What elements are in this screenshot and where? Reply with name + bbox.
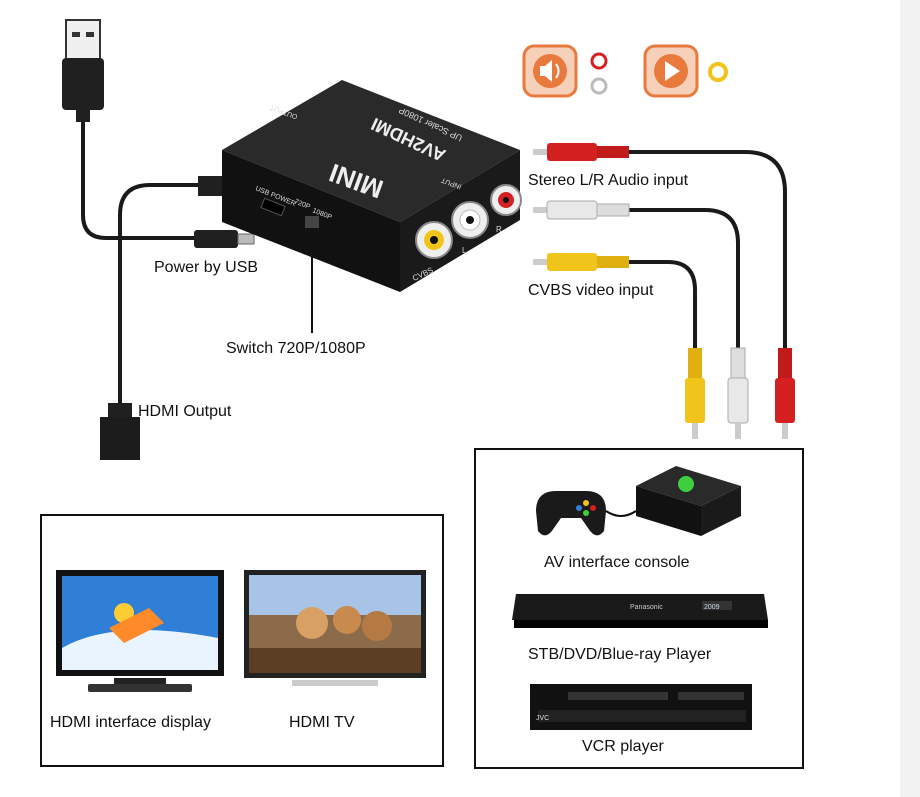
diagram-canvas: MINI AV2HDMI UP Scaler 1080P OUTPUT INPU… [0, 0, 900, 797]
bluray-player-icon: Panasonic 2009 [512, 594, 768, 628]
output-caption-tv: HDMI TV [289, 714, 355, 731]
yellow-rca-vertical-plug-icon [685, 348, 705, 439]
output-devices-panel: HDMI interface display HDMI TV [40, 514, 444, 767]
stereo-audio-label: Stereo L/R Audio input [528, 172, 689, 189]
red-rca-plug-icon [533, 143, 629, 161]
usb-a-plug-icon [62, 19, 104, 122]
jack-l-text: L [462, 246, 467, 255]
cvbs-video-label: CVBS video input [528, 282, 654, 299]
hdmi-tv-icon [244, 570, 426, 686]
hdmi-display-icon [56, 570, 224, 692]
red-dot-indicator-icon [590, 52, 608, 70]
switch-label: Switch 720P/1080P [226, 340, 366, 357]
white-rca-cable [628, 208, 740, 350]
input-caption-bluray: STB/DVD/Blue-ray Player [528, 646, 712, 663]
input-caption-vcr: VCR player [582, 738, 664, 755]
hdmi-cable [118, 183, 200, 405]
white-rca-plug-icon [533, 200, 630, 220]
power-usb-label: Power by USB [154, 259, 259, 276]
red-rca-vertical-plug-icon [775, 348, 795, 439]
white-dot-indicator-icon [590, 77, 608, 95]
hdmi-plug-icon [100, 403, 140, 460]
yellow-dot-indicator-icon [708, 62, 728, 82]
jack-r-text: R [496, 225, 502, 234]
output-caption-display: HDMI interface display [50, 714, 211, 731]
bluray-display-text: 2009 [704, 604, 720, 611]
rca-jacks [415, 184, 522, 259]
game-console-icon [536, 466, 741, 536]
input-devices-panel: AV interface console Panasonic 2009 STB/… [474, 448, 804, 769]
yellow-rca-plug-icon [533, 253, 629, 271]
connection-diagram: MINI AV2HDMI UP Scaler 1080P OUTPUT INPU… [62, 19, 795, 460]
bluray-brand-text: Panasonic [630, 604, 663, 611]
play-video-icon [643, 44, 699, 98]
hdmi-connector-at-device-icon [198, 176, 222, 196]
white-rca-vertical-plug-icon [727, 347, 749, 439]
micro-usb-plug-icon [194, 230, 255, 248]
yellow-rca-cable [628, 260, 697, 350]
usb-cable [81, 120, 195, 240]
red-rca-cable [628, 150, 787, 350]
vcr-brand-text: JVC [536, 715, 549, 722]
vcr-player-icon: JVC [530, 684, 752, 730]
audio-speaker-icon [522, 44, 578, 98]
input-caption-console: AV interface console [544, 554, 690, 571]
hdmi-output-label: HDMI Output [138, 403, 232, 420]
